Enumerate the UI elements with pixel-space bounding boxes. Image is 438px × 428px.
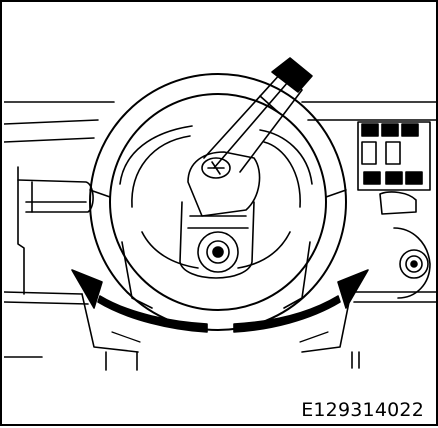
instrument-shroud <box>119 125 313 309</box>
steering-column-lock-lever <box>187 57 313 217</box>
right-switch-panel <box>357 121 431 299</box>
rotation-arrow-right <box>233 269 369 333</box>
steering-wheel <box>89 73 347 331</box>
dashboard-outline <box>4 101 438 371</box>
rotation-arrow-left <box>71 269 208 333</box>
left-stalk <box>17 166 94 295</box>
figure-code: E129314022 <box>301 399 424 421</box>
dash-vents <box>111 331 329 343</box>
ignition-lock-cylinder <box>179 201 255 279</box>
